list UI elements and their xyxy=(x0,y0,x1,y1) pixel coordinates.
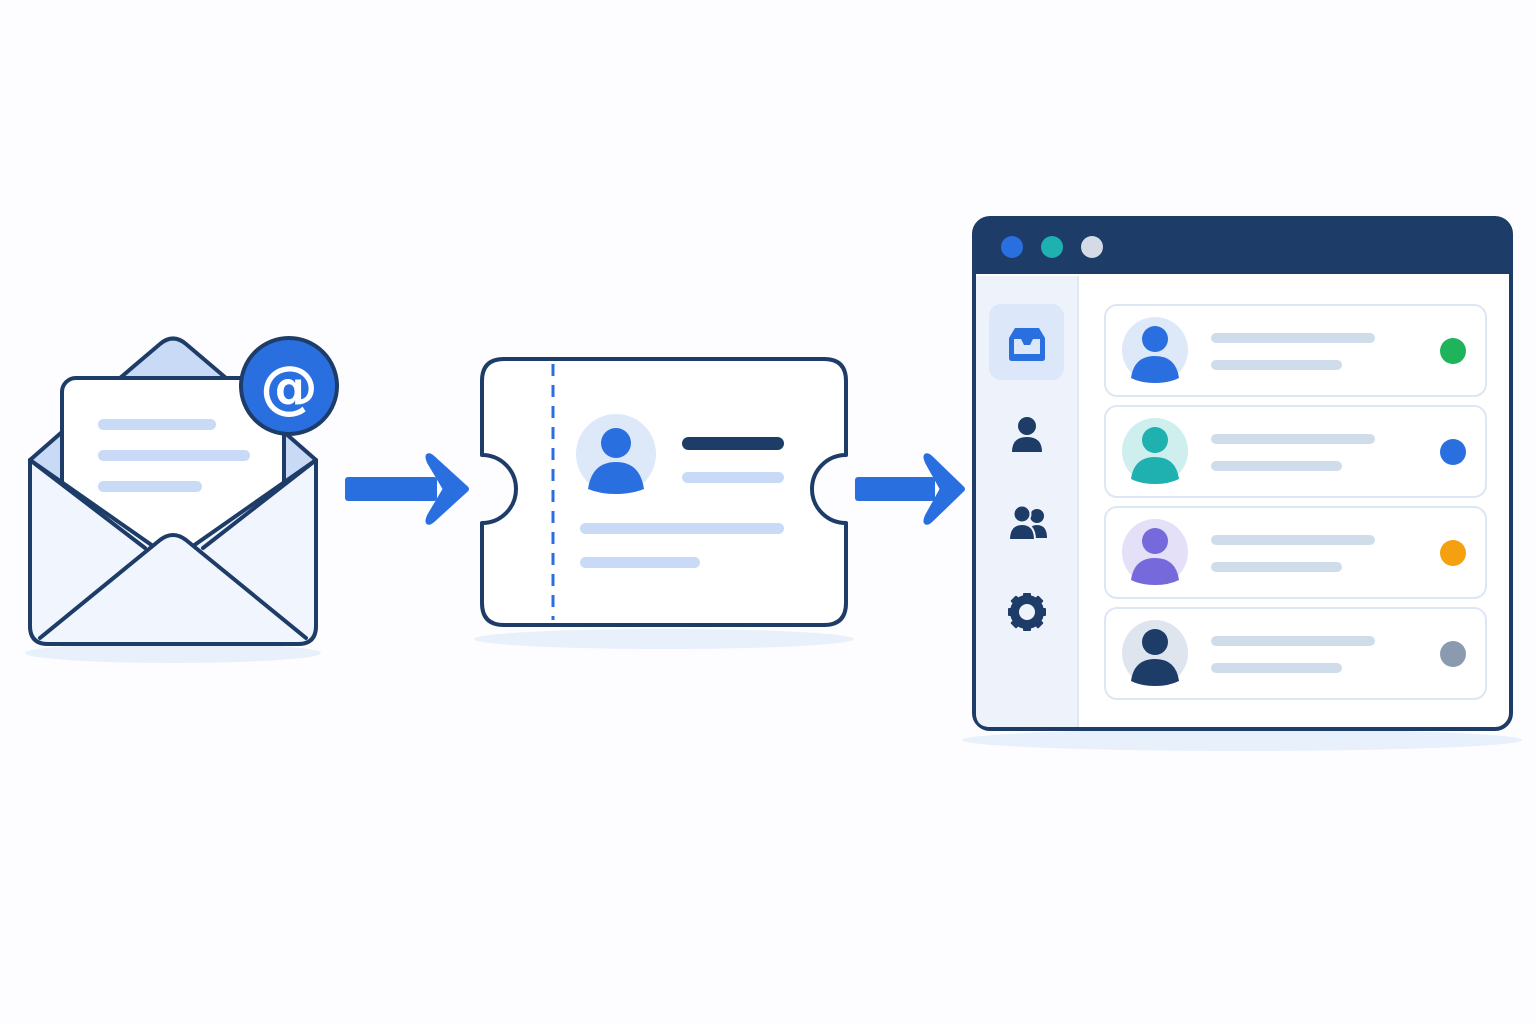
user-avatar-icon xyxy=(1122,620,1188,686)
letter-text-lines xyxy=(98,419,250,492)
user-avatar-icon xyxy=(1122,418,1188,484)
envelope-icon xyxy=(25,336,321,663)
sidebar-item-team[interactable] xyxy=(1007,504,1047,541)
arrow-right-icon xyxy=(345,453,469,525)
sidebar-item-inbox[interactable] xyxy=(989,304,1064,380)
status-badge xyxy=(1440,338,1466,364)
gear-icon xyxy=(1008,593,1046,631)
list-item[interactable] xyxy=(1104,506,1487,599)
window-dot-gray[interactable] xyxy=(1081,236,1103,258)
at-sign-icon: @ xyxy=(239,336,339,436)
status-badge xyxy=(1440,439,1466,465)
app-window-icon xyxy=(962,216,1522,751)
list-item[interactable] xyxy=(1104,405,1487,498)
users-icon xyxy=(1007,504,1047,541)
user-avatar-icon xyxy=(1122,519,1188,585)
sidebar-item-contact[interactable] xyxy=(1012,417,1042,452)
window-controls xyxy=(1001,236,1103,258)
ticket-text-lines xyxy=(580,437,784,568)
svg-text:@: @ xyxy=(260,353,318,421)
window-dot-teal[interactable] xyxy=(1041,236,1063,258)
user-icon xyxy=(1012,417,1042,452)
sidebar-item-settings[interactable] xyxy=(1008,593,1046,631)
ticket-icon xyxy=(474,357,854,649)
user-avatar-icon xyxy=(1122,317,1188,383)
window-title-bar xyxy=(974,218,1511,274)
list-item[interactable] xyxy=(1104,607,1487,700)
sidebar xyxy=(976,276,1078,727)
arrow-right-icon xyxy=(855,453,965,525)
inbox-icon xyxy=(1009,328,1045,361)
status-badge xyxy=(1440,540,1466,566)
contact-list xyxy=(1104,304,1487,700)
list-item[interactable] xyxy=(1104,304,1487,397)
window-dot-blue[interactable] xyxy=(1001,236,1023,258)
user-avatar-icon xyxy=(576,414,656,494)
status-badge xyxy=(1440,641,1466,667)
